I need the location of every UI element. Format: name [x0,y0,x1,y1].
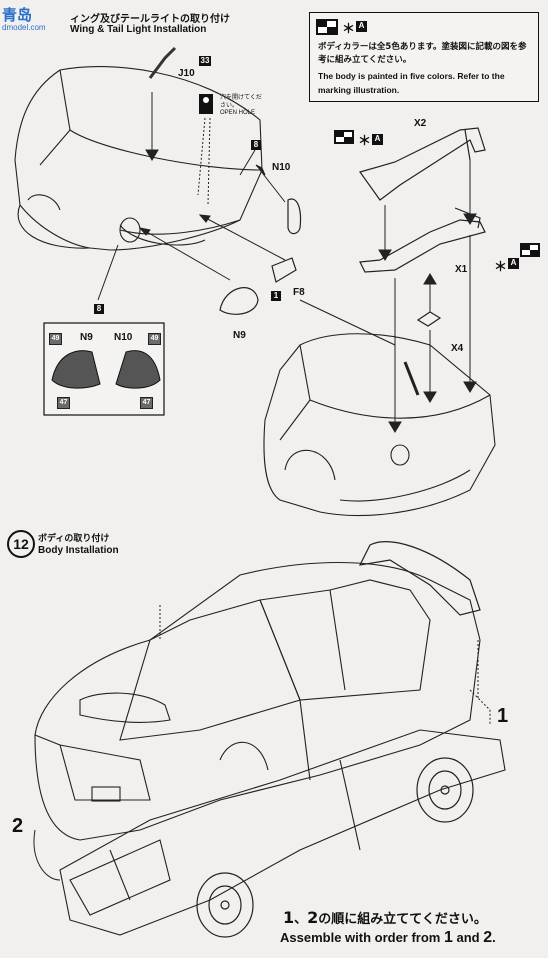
footer-en-end: . [492,930,496,945]
paint-note-box: ＊ A ボディカラーは全5色あります。塗装図に記載の図を参考に組み立てください。… [309,12,539,102]
label-j10: J10 [178,68,195,79]
footer-jp: 1、2の順に組み立ててください。 [283,908,487,927]
car-rear-left [14,66,263,251]
note-text-en: The body is painted in five colors. Refe… [318,71,505,95]
open-hole-label-jp: 穴を開けてください。 [220,94,262,109]
badge-8-top: 8 [251,140,261,150]
wing-base-x1 [359,207,486,273]
callout-1: 1 [497,705,509,727]
label-f8: F8 [293,287,305,298]
label-x2: X2 [414,118,427,129]
badge-a-wing: A [372,134,383,145]
badge-a-base: A [508,258,519,269]
footer-en-n1: 1 [443,929,453,946]
tail-light-n10 [287,198,302,235]
label-n9: N9 [233,330,246,341]
tail-light-n9 [219,287,259,315]
chassis [59,729,506,936]
footer-jp-n1: 1 [283,908,295,927]
footer-jp-n2: 2 [307,908,319,927]
footer-en-pre: Assemble with order from [280,930,444,945]
inset-label-n10: N10 [114,332,133,343]
step12-number: 12 [7,530,35,558]
note-badge-a: A [356,21,367,32]
label-n10: N10 [272,162,291,173]
footer-en: Assemble with order from 1 and 2. [280,929,496,947]
watermark-top: 青岛 [2,6,33,24]
antenna-part [148,46,177,79]
label-x4: X4 [451,343,464,354]
step12-title-jp: ボディの取り付け [38,534,110,544]
step12-title-en: Body Installation [38,545,119,556]
paint-49-right: 49 [148,333,161,345]
inset-n10-shape [115,350,161,389]
callout-2: 2 [12,815,24,837]
wheel-front [196,872,254,938]
watermark-bottom: dmodel.com [2,23,46,32]
step12-wing [358,541,481,616]
indicator-line-1 [469,689,491,725]
checker-icon-base [520,243,540,257]
footer-en-n2: 2 [483,929,493,946]
open-hole-label-en: OPEN HOLE [220,110,256,116]
step11-title-en: Wing & Tail Light Installation [70,24,207,35]
open-hole-icon [199,94,213,114]
paint-47-left: 47 [57,397,70,409]
lens-f8 [271,257,297,283]
arrows-step11 [97,92,286,301]
clip-x4 [416,311,442,327]
inset-n9-shape [51,350,101,389]
ast-wing: ＊ [358,133,372,148]
footer-jp-sep: 、 [294,912,308,927]
checker-icon [316,19,338,35]
paint-49-left: 49 [49,333,62,345]
rear-wing-x2 [359,127,486,201]
car-rear-right [263,299,496,517]
label-x1: X1 [455,264,468,275]
inset-label-n9: N9 [80,332,93,343]
badge-1: 1 [271,291,281,301]
wheel-rear [416,757,474,823]
footer-jp-rest: の順に組み立ててください。 [318,912,487,927]
car-body-full [34,562,481,841]
note-text-jp: ボディカラーは全5色あります。塗装図に記載の図を参考に組み立てください。 [318,42,527,65]
step11-title-jp: ィング及びテールライトの取り付け [70,14,230,25]
badge-8-bottom: 8 [94,304,104,314]
ast-base: ＊ [494,259,508,274]
badge-33: 33 [199,56,211,66]
indicator-line-2 [33,829,61,881]
checker-icon-wing [334,130,354,144]
watermark-logo: 青岛 dmodel.com [2,4,68,34]
note-ast: ＊ [342,21,356,36]
footer-en-mid: and [452,930,484,945]
paint-47-right: 47 [140,397,153,409]
arrows-wing [378,160,477,433]
